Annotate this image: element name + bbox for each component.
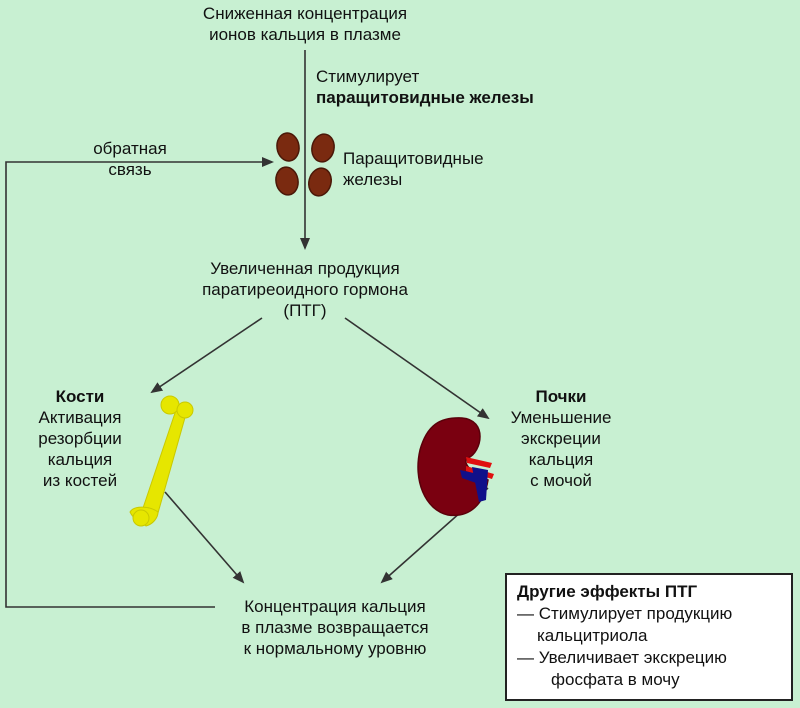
- kidneys-text: Почки Уменьшение экскреции кальция с моч…: [494, 386, 628, 491]
- result-text: Концентрация кальция в плазме возвращает…: [190, 596, 480, 659]
- other-effects-line-4: фосфата в мочу: [551, 670, 680, 689]
- arrow-bones-to-result: [164, 491, 245, 584]
- kidneys-line-2: экскреции: [521, 429, 601, 448]
- pth-line-3: (ПТГ): [283, 301, 327, 320]
- feedback-line-2: связь: [108, 160, 152, 179]
- bones-line-4: из костей: [42, 471, 118, 490]
- kidneys-line-3: кальция: [528, 450, 594, 469]
- stimulates-line-2: паращитовидные железы: [316, 88, 534, 107]
- bones-line-2: резорбции: [38, 429, 122, 448]
- pth-text: Увеличенная продукция паратиреоидного го…: [160, 258, 450, 321]
- other-effects-box: Другие эффекты ПТГ — Стимулирует продукц…: [505, 573, 793, 701]
- bone-icon: [129, 395, 194, 527]
- bones-title: Кости: [55, 387, 105, 406]
- arrow-pth-to-bones: [150, 317, 263, 394]
- bones-text: Кости Активация резорбции кальция из кос…: [20, 386, 140, 491]
- glands-line-1: Паращитовидные: [343, 149, 484, 168]
- other-effects-line-1: — Стимулирует продукцию: [517, 604, 733, 623]
- feedback-loop-line: [5, 157, 274, 608]
- other-effects-title: Другие эффекты ПТГ: [517, 582, 698, 601]
- result-line-1: Концентрация кальция: [244, 597, 426, 616]
- glands-line-2: железы: [343, 170, 403, 189]
- other-effects-line-3: — Увеличивает экскрецию: [517, 648, 727, 667]
- top-line-1: Сниженная концентрация: [202, 4, 408, 23]
- bones-line-1: Активация: [38, 408, 122, 427]
- bones-line-3: кальция: [47, 450, 113, 469]
- arrow-pth-to-kidneys: [344, 317, 490, 420]
- parathyroid-glands-icon: [275, 132, 335, 197]
- feedback-text: обратная связь: [75, 138, 185, 180]
- stimulates-text: Стимулирует паращитовидные железы: [316, 66, 534, 108]
- kidneys-line-4: с мочой: [530, 471, 592, 490]
- glands-label: Паращитовидные железы: [343, 148, 484, 190]
- result-line-3: к нормальному уровню: [243, 639, 427, 658]
- pth-line-2: паратиреоидного гормона: [202, 280, 408, 299]
- kidneys-title: Почки: [535, 387, 587, 406]
- stimulates-line-1: Стимулирует: [316, 67, 420, 86]
- other-effects-line-2: кальцитриола: [537, 626, 648, 645]
- kidney-icon: [417, 417, 494, 517]
- top-condition-text: Сниженная концентрация ионов кальция в п…: [150, 3, 460, 45]
- feedback-line-1: обратная: [93, 139, 167, 158]
- top-line-2: ионов кальция в плазме: [209, 25, 401, 44]
- kidneys-line-1: Уменьшение: [510, 408, 612, 427]
- result-line-2: в плазме возвращается: [241, 618, 429, 637]
- pth-line-1: Увеличенная продукция: [210, 259, 400, 278]
